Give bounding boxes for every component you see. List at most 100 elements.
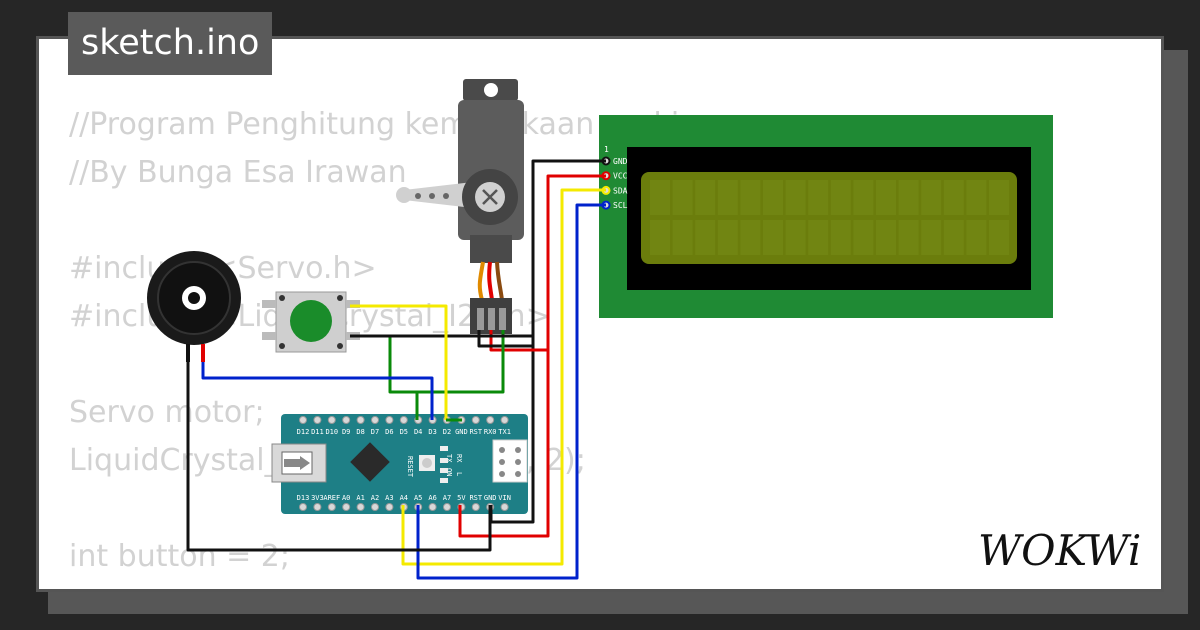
buzzer[interactable] [147,251,241,362]
pin-d7[interactable] [371,416,379,424]
lcd-char-cell [898,180,919,215]
lcd-char-cell [740,220,761,255]
pin-label: A2 [371,494,379,502]
lcd-char-cell [717,220,738,255]
pin-rx0[interactable] [486,416,495,424]
lcd-pin1-marker: 1 [604,145,609,154]
pin-label: GND [484,494,497,502]
pin-label: RX0 [484,428,497,436]
code-background: //Program Penghitung kemasukaan parkir //… [69,101,692,589]
pin-label: D9 [342,428,350,436]
lcd-char-cell [898,220,919,255]
lcd-char-cell [830,180,851,215]
pin-label: 5V [457,494,466,502]
pin-label: TX1 [498,428,511,436]
pin-d13[interactable] [299,503,307,511]
pin-label: D7 [371,428,379,436]
pin-label: D2 [443,428,451,436]
lcd-pin-label: SCL [613,201,628,210]
lcd-char-cell [763,180,783,215]
code-line: //By Bunga Esa Irawan [69,155,407,190]
svg-text:WOKWi: WOKWi [978,526,1141,575]
pin-label: A3 [385,494,393,502]
pin-d11[interactable] [313,416,322,424]
pin-a6[interactable] [428,503,437,511]
code-line: Servo motor; [69,395,265,430]
pin-d6[interactable] [385,416,394,424]
pin-label: RST [469,494,482,502]
pin-a1[interactable] [356,503,365,511]
pin-a3[interactable] [385,503,394,511]
code-line: //Program Penghitung kemasukaan parkir [69,107,692,142]
lcd-display[interactable]: 1 GND VCC SDA SCL [599,115,1053,318]
lcd-char-cell [808,180,829,215]
pin-label: A1 [356,494,364,502]
pin-label: A7 [443,494,451,502]
lcd-char-cell [876,180,896,215]
servo-motor[interactable] [396,79,524,334]
lcd-char-cell [785,220,806,255]
pin-label: A6 [428,494,436,502]
lcd-char-cell [876,220,896,255]
lcd-pin-label: VCC [613,172,628,181]
pin-tx1[interactable] [500,416,509,424]
lcd-char-cell [740,180,761,215]
pin-aref[interactable] [327,503,336,511]
lcd-char-cell [695,180,716,215]
pin-label: GND [455,428,468,436]
pin-label: VIN [498,494,511,502]
pin-d10[interactable] [327,416,336,424]
push-button[interactable] [262,291,360,353]
pin-d12[interactable] [299,416,307,424]
pin-a7[interactable] [443,503,451,511]
lcd-char-cell [966,180,987,215]
pin-a2[interactable] [371,503,379,511]
pin-d8[interactable] [356,416,365,424]
pin-label: D11 [311,428,324,436]
wires [186,159,606,580]
sketch-title: sketch.ino [68,12,273,75]
lcd-char-cell [921,180,942,215]
lcd-char-cell [989,180,1009,215]
pin-a0[interactable] [342,503,351,511]
lcd-char-cell [830,220,851,255]
label-tx: TX [445,454,453,463]
label-reset: RESET [406,456,414,478]
lcd-char-cell [943,220,964,255]
pin-label: RST [469,428,482,436]
lcd-char-grid [650,180,1009,255]
lcd-char-cell [650,180,670,215]
pin-d5[interactable] [399,416,408,424]
lcd-char-cell [943,180,964,215]
pin-label: D4 [414,428,422,436]
pin-rst[interactable] [471,416,480,424]
lcd-char-cell [853,180,874,215]
pin-3v3[interactable] [313,503,322,511]
lcd-pin-label: SDA [613,186,628,195]
code-line: int button = 2; [69,539,291,574]
pin-label: A5 [414,494,422,502]
pin-vin[interactable] [500,503,509,511]
pin-rst[interactable] [471,503,480,511]
lcd-char-cell [763,220,783,255]
lcd-char-cell [695,220,716,255]
pin-label: D8 [356,428,364,436]
pin-label: AREF [323,494,340,502]
pin-label: D13 [297,494,310,502]
pin-label: A0 [342,494,350,502]
lcd-pin-label: GND [613,157,628,166]
lcd-char-cell [853,220,874,255]
pin-label: A4 [400,494,408,502]
lcd-char-cell [808,220,829,255]
pin-label: D5 [400,428,408,436]
pin-d9[interactable] [342,416,351,424]
lcd-char-cell [717,180,738,215]
code-line: int buzzer = 3; [69,581,692,589]
label-rx: RX [455,454,463,463]
pin-label: D6 [385,428,393,436]
lcd-char-cell [785,180,806,215]
label-l: L [455,472,463,476]
pin-label: D12 [297,428,310,436]
